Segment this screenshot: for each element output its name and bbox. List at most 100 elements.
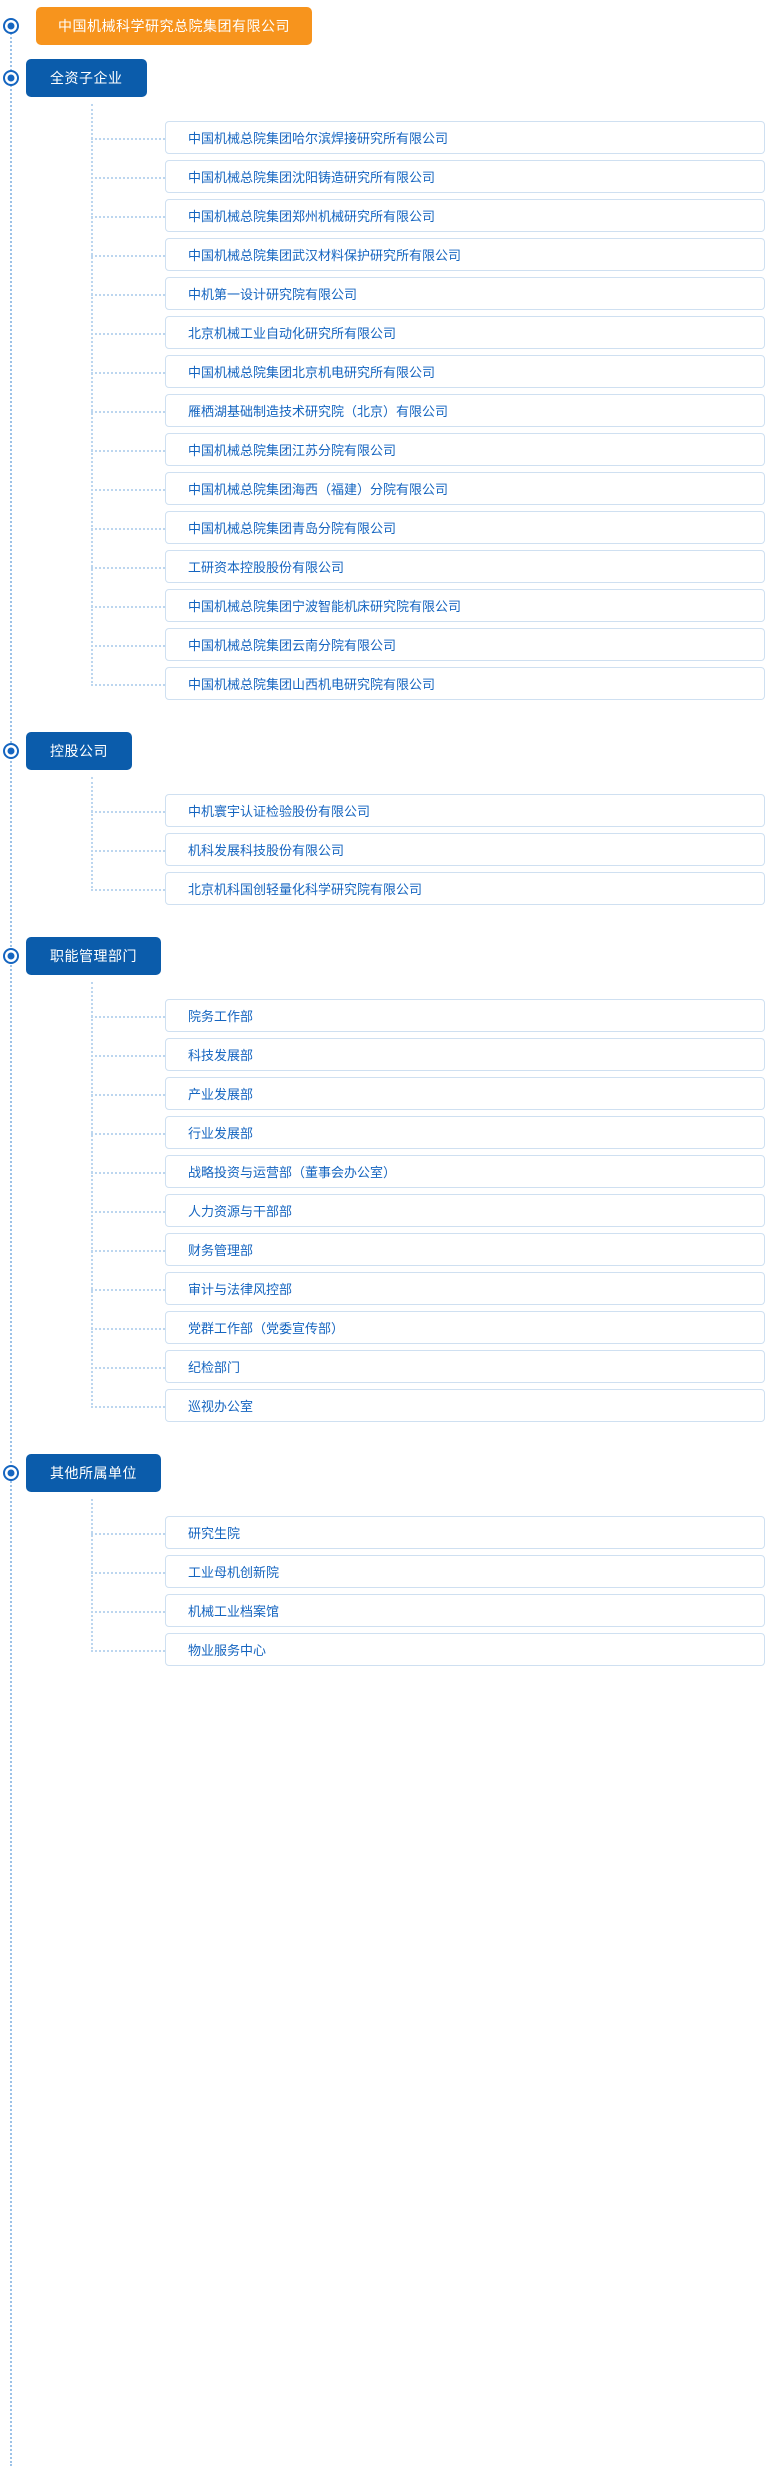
leaf-connector-line [91, 888, 165, 891]
org-unit-card-2-1[interactable]: 科技发展部 [165, 1038, 765, 1071]
org-leaf-row-3-1: 工业母机创新院 [0, 1552, 779, 1591]
leaf-connector-line [91, 215, 165, 218]
org-unit-card-0-9[interactable]: 中国机械总院集团海西（福建）分院有限公司 [165, 472, 765, 505]
leaf-connector-line [91, 849, 165, 852]
org-leaf-row-0-14: 中国机械总院集团山西机电研究院有限公司 [0, 664, 779, 703]
leaf-connector-line [91, 1210, 165, 1213]
leaf-connector-line [91, 1249, 165, 1252]
root-node-label[interactable]: 中国机械科学研究总院集团有限公司 [36, 7, 312, 45]
org-unit-card-0-3[interactable]: 中国机械总院集团武汉材料保护研究所有限公司 [165, 238, 765, 271]
org-unit-card-2-10[interactable]: 巡视办公室 [165, 1389, 765, 1422]
org-unit-card-2-5[interactable]: 人力资源与干部部 [165, 1194, 765, 1227]
leaf-connector-line [91, 1405, 165, 1408]
org-leaf-row-0-6: 中国机械总院集团北京机电研究所有限公司 [0, 352, 779, 391]
org-unit-card-3-2[interactable]: 机械工业档案馆 [165, 1594, 765, 1627]
org-unit-card-3-0[interactable]: 研究生院 [165, 1516, 765, 1549]
section-branch: 中国机械总院集团哈尔滨焊接研究所有限公司 中国机械总院集团沈阳铸造研究所有限公司… [0, 104, 779, 703]
section-gap [0, 908, 779, 930]
leaf-connector-line [91, 1093, 165, 1096]
org-section-3: 其他所属单位 研究生院 工业母机创新院 机械工业档案馆 物业服务中心 [0, 1447, 779, 1669]
leaf-connector-line [91, 293, 165, 296]
org-unit-card-2-4[interactable]: 战略投资与运营部（董事会办公室） [165, 1155, 765, 1188]
org-unit-card-2-3[interactable]: 行业发展部 [165, 1116, 765, 1149]
org-leaf-row-2-10: 巡视办公室 [0, 1386, 779, 1425]
org-leaf-row-2-8: 党群工作部（党委宣传部） [0, 1308, 779, 1347]
org-unit-card-3-1[interactable]: 工业母机创新院 [165, 1555, 765, 1588]
leaf-connector-line [91, 371, 165, 374]
org-unit-card-2-2[interactable]: 产业发展部 [165, 1077, 765, 1110]
leaf-connector-line [91, 1571, 165, 1574]
org-unit-card-3-3[interactable]: 物业服务中心 [165, 1633, 765, 1666]
leaf-connector-line [91, 1015, 165, 1018]
section-header-row: 其他所属单位 [0, 1447, 779, 1499]
leaf-connector-line [91, 1288, 165, 1291]
org-leaf-row-1-0: 中机寰宇认证检验股份有限公司 [0, 791, 779, 830]
org-unit-card-0-2[interactable]: 中国机械总院集团郑州机械研究所有限公司 [165, 199, 765, 232]
org-unit-card-0-7[interactable]: 雁栖湖基础制造技术研究院（北京）有限公司 [165, 394, 765, 427]
org-leaf-row-3-3: 物业服务中心 [0, 1630, 779, 1669]
org-unit-card-0-8[interactable]: 中国机械总院集团江苏分院有限公司 [165, 433, 765, 466]
org-leaf-row-0-0: 中国机械总院集团哈尔滨焊接研究所有限公司 [0, 118, 779, 157]
node-marker-icon [3, 18, 19, 34]
org-unit-card-1-0[interactable]: 中机寰宇认证检验股份有限公司 [165, 794, 765, 827]
org-leaf-row-2-5: 人力资源与干部部 [0, 1191, 779, 1230]
leaf-connector-line [91, 332, 165, 335]
leaf-connector-line [91, 810, 165, 813]
org-unit-card-0-1[interactable]: 中国机械总院集团沈阳铸造研究所有限公司 [165, 160, 765, 193]
org-leaf-row-2-3: 行业发展部 [0, 1113, 779, 1152]
org-section-1: 控股公司 中机寰宇认证检验股份有限公司 机科发展科技股份有限公司 北京机科国创轻… [0, 725, 779, 908]
section-title-0[interactable]: 全资子企业 [26, 59, 147, 97]
org-leaf-row-1-1: 机科发展科技股份有限公司 [0, 830, 779, 869]
org-unit-card-2-9[interactable]: 纪检部门 [165, 1350, 765, 1383]
org-leaf-row-3-2: 机械工业档案馆 [0, 1591, 779, 1630]
section-title-2[interactable]: 职能管理部门 [26, 937, 161, 975]
leaf-connector-line [91, 1649, 165, 1652]
leaf-connector-line [91, 137, 165, 140]
node-marker-icon [3, 1465, 19, 1481]
org-unit-card-0-11[interactable]: 工研资本控股股份有限公司 [165, 550, 765, 583]
org-unit-card-0-6[interactable]: 中国机械总院集团北京机电研究所有限公司 [165, 355, 765, 388]
node-marker-icon [3, 70, 19, 86]
org-unit-card-2-6[interactable]: 财务管理部 [165, 1233, 765, 1266]
org-leaf-row-2-7: 审计与法律风控部 [0, 1269, 779, 1308]
org-unit-card-0-14[interactable]: 中国机械总院集团山西机电研究院有限公司 [165, 667, 765, 700]
section-gap [0, 1669, 779, 1691]
org-leaf-row-0-11: 工研资本控股股份有限公司 [0, 547, 779, 586]
org-unit-card-2-0[interactable]: 院务工作部 [165, 999, 765, 1032]
org-leaf-row-2-6: 财务管理部 [0, 1230, 779, 1269]
org-unit-card-0-4[interactable]: 中机第一设计研究院有限公司 [165, 277, 765, 310]
org-unit-card-0-13[interactable]: 中国机械总院集团云南分院有限公司 [165, 628, 765, 661]
org-leaf-row-1-2: 北京机科国创轻量化科学研究院有限公司 [0, 869, 779, 908]
org-unit-card-0-5[interactable]: 北京机械工业自动化研究所有限公司 [165, 316, 765, 349]
leaf-connector-line [91, 527, 165, 530]
org-leaf-row-2-9: 纪检部门 [0, 1347, 779, 1386]
section-title-3[interactable]: 其他所属单位 [26, 1454, 161, 1492]
section-title-1[interactable]: 控股公司 [26, 732, 132, 770]
org-leaf-row-2-1: 科技发展部 [0, 1035, 779, 1074]
leaf-connector-line [91, 1171, 165, 1174]
leaf-connector-line [91, 1610, 165, 1613]
org-unit-card-0-0[interactable]: 中国机械总院集团哈尔滨焊接研究所有限公司 [165, 121, 765, 154]
root-node-row: 中国机械科学研究总院集团有限公司 [0, 0, 779, 52]
section-gap [0, 703, 779, 725]
org-leaf-row-0-13: 中国机械总院集团云南分院有限公司 [0, 625, 779, 664]
section-gap [0, 1425, 779, 1447]
leaf-connector-line [91, 410, 165, 413]
leaf-connector-line [91, 449, 165, 452]
leaf-connector-line [91, 644, 165, 647]
org-unit-card-0-10[interactable]: 中国机械总院集团青岛分院有限公司 [165, 511, 765, 544]
org-leaf-row-0-12: 中国机械总院集团宁波智能机床研究院有限公司 [0, 586, 779, 625]
org-unit-card-1-1[interactable]: 机科发展科技股份有限公司 [165, 833, 765, 866]
leaf-connector-line [91, 1132, 165, 1135]
node-marker-icon [3, 743, 19, 759]
org-section-0: 全资子企业 中国机械总院集团哈尔滨焊接研究所有限公司 中国机械总院集团沈阳铸造研… [0, 52, 779, 703]
org-leaf-row-0-4: 中机第一设计研究院有限公司 [0, 274, 779, 313]
org-unit-card-2-8[interactable]: 党群工作部（党委宣传部） [165, 1311, 765, 1344]
org-unit-card-0-12[interactable]: 中国机械总院集团宁波智能机床研究院有限公司 [165, 589, 765, 622]
org-unit-card-2-7[interactable]: 审计与法律风控部 [165, 1272, 765, 1305]
leaf-connector-line [91, 605, 165, 608]
leaf-connector-line [91, 254, 165, 257]
org-leaf-row-2-2: 产业发展部 [0, 1074, 779, 1113]
org-unit-card-1-2[interactable]: 北京机科国创轻量化科学研究院有限公司 [165, 872, 765, 905]
